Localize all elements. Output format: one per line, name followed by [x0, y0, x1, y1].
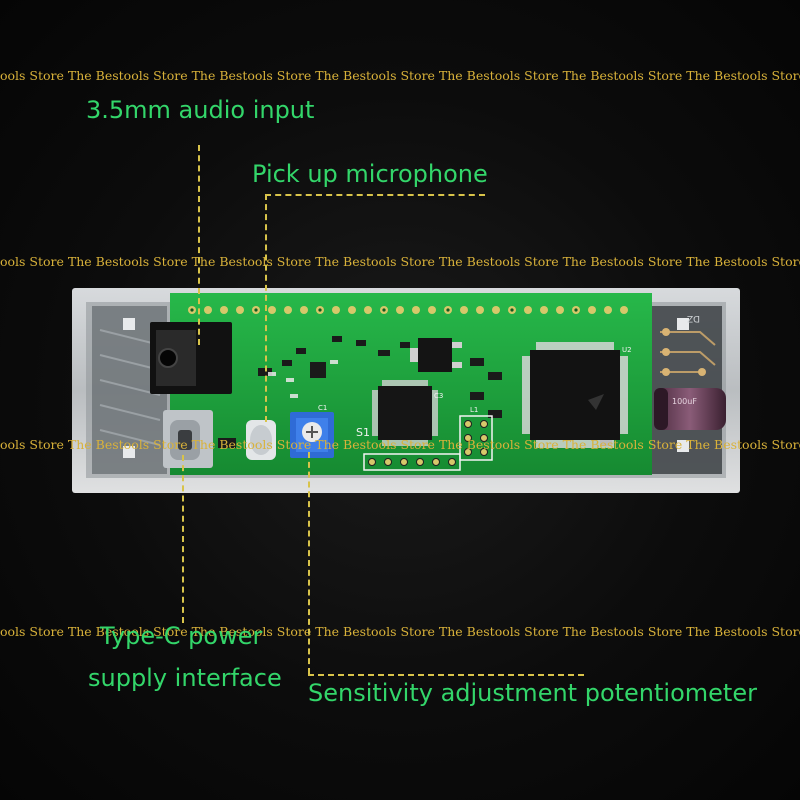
silk-u2: U2 [622, 346, 632, 354]
microphone [246, 420, 276, 460]
silk-c1: C1 [318, 404, 327, 412]
type-c-label-line1: Type-C power [100, 622, 263, 650]
audio-input-leader [198, 145, 200, 345]
watermark-row-4: ools Store The Bestools Store The Bestoo… [0, 624, 800, 639]
silk-s1: S1 [356, 426, 370, 439]
end-label: DZ [687, 313, 700, 323]
header-pins [188, 306, 628, 314]
potentiometer-leader-h [308, 674, 584, 676]
microcontroller-chip [522, 342, 628, 448]
watermark-row-1: ools Store The Bestools Store The Bestoo… [0, 68, 800, 83]
audio-jack [150, 322, 232, 394]
microphone-label: Pick up microphone [252, 160, 488, 188]
watermark-row-3: ools Store The Bestools Store The Bestoo… [0, 437, 800, 452]
silk-c3: C3 [434, 392, 443, 400]
silk-l1: L1 [470, 406, 478, 414]
potentiometer-label: Sensitivity adjustment potentiometer [308, 679, 757, 707]
type-c-leader [182, 455, 184, 623]
voltage-regulator [410, 338, 462, 372]
microphone-leader-h [265, 194, 485, 196]
usb-c-port [163, 410, 213, 468]
capacitor-label: 100uF [672, 397, 697, 406]
audio-codec-chip [372, 380, 438, 446]
potentiometer-leader-v [308, 452, 310, 674]
microphone-leader-v [265, 194, 267, 422]
electrolytic-capacitor: 100uF [654, 388, 726, 430]
pcb: S1 C3 C1 U2 L1 [150, 293, 652, 475]
potentiometer [290, 412, 334, 458]
audio-input-label: 3.5mm audio input [86, 96, 315, 124]
watermark-row-2: ools Store The Bestools Store The Bestoo… [0, 254, 800, 269]
type-c-label-line2: supply interface [88, 664, 282, 692]
